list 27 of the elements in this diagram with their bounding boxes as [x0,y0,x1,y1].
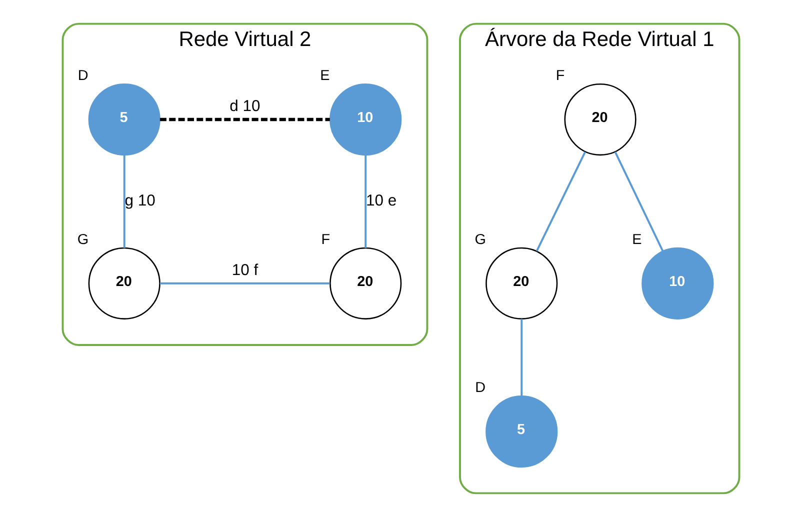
connector [614,152,664,252]
node-label: D [78,68,88,84]
node-label: E [632,232,642,248]
node-label: F [321,232,330,248]
node-circle: 20 [486,247,558,320]
connector [160,118,330,122]
node-circle: 10 [642,247,714,320]
connector [123,155,126,248]
node-circle: 20 [88,247,160,320]
edge-label: 10 e [366,192,397,210]
node-label: F [556,68,565,84]
edge-label: 10 f [232,262,258,280]
node-label: G [474,232,486,248]
node-label: E [320,68,330,84]
node-circle: 5 [88,83,160,156]
node-circle: 20 [330,247,402,320]
connector [536,152,586,252]
node-circle: 20 [564,83,636,156]
connector [520,318,523,396]
node-label: G [77,232,89,248]
connector [364,155,367,248]
edge-label: g 10 [124,192,156,210]
connector [160,282,330,284]
node-label: D [475,380,486,396]
node-circle: 10 [330,83,402,156]
edge-label: d 10 [230,98,260,116]
node-circle: 5 [486,396,558,468]
